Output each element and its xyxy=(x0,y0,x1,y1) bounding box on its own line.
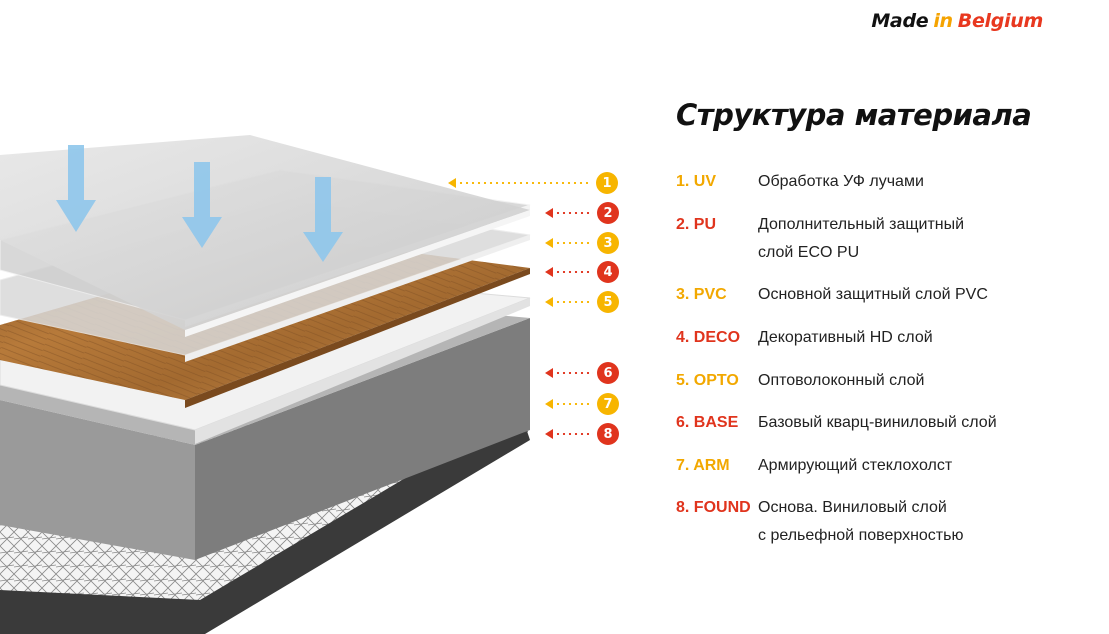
legend-code: 2. PU xyxy=(676,216,717,233)
brand-in: in xyxy=(933,10,953,32)
legend-desc: Основной защитный слой PVC xyxy=(758,286,988,303)
uv-arrows xyxy=(56,145,343,262)
legend-desc: Основа. Виниловый слой с рельефной повер… xyxy=(758,499,964,544)
uv-arrow-icon xyxy=(303,177,343,262)
uv-arrow-icon xyxy=(56,145,96,232)
layer-illustration xyxy=(0,135,531,634)
legend-desc: Декоративный HD слой xyxy=(758,329,933,346)
legend-item: 3. PVC Основной защитный слой PVC xyxy=(676,281,988,309)
legend-desc: Оптоволоконный слой xyxy=(758,372,925,389)
marker-number: 6 xyxy=(597,362,619,384)
layer-base-side xyxy=(0,400,195,560)
marker-1: 1 xyxy=(448,172,618,194)
legend-item: 2. PU Дополнительный защитный слой ECO P… xyxy=(676,211,964,267)
arrow-left-icon xyxy=(545,429,553,439)
marker-number: 7 xyxy=(597,393,619,415)
marker-number: 4 xyxy=(597,261,619,283)
layer-uv xyxy=(0,135,530,330)
arrow-left-icon xyxy=(545,238,553,248)
arrow-left-icon xyxy=(545,297,553,307)
marker-4: 4 xyxy=(545,261,619,283)
marker-8: 8 xyxy=(545,423,619,445)
legend-code: 1. UV xyxy=(676,173,717,190)
legend-code: 7. ARM xyxy=(676,457,730,474)
arrow-left-icon xyxy=(545,368,553,378)
legend-item: 7. ARM Армирующий стеклохолст xyxy=(676,452,952,480)
marker-7: 7 xyxy=(545,393,619,415)
marker-2: 2 xyxy=(545,202,619,224)
brand-country: Belgium xyxy=(957,10,1044,32)
legend-desc: Обработка УФ лучами xyxy=(758,173,924,190)
legend-code: 8. FOUND xyxy=(676,499,751,516)
marker-number: 5 xyxy=(597,291,619,313)
legend-item: 1. UV Обработка УФ лучами xyxy=(676,168,924,196)
legend-item: 6. BASE Базовый кварц-виниловый слой xyxy=(676,409,997,437)
marker-5: 5 xyxy=(545,291,619,313)
legend-item: 4. DECO Декоративный HD слой xyxy=(676,324,933,352)
marker-6: 6 xyxy=(545,362,619,384)
legend-code: 5. OPTO xyxy=(676,372,739,389)
page-title: Структура материала xyxy=(676,98,1032,132)
legend-code: 3. PVC xyxy=(676,286,727,303)
layer-base-front xyxy=(195,318,530,560)
marker-number: 1 xyxy=(596,172,618,194)
brand-made: Made xyxy=(871,10,929,32)
arrow-left-icon xyxy=(545,267,553,277)
arrow-left-icon xyxy=(545,399,553,409)
arrow-left-icon xyxy=(448,178,456,188)
legend-code: 6. BASE xyxy=(676,414,739,431)
legend-item: 5. OPTO Оптоволоконный слой xyxy=(676,367,924,395)
uv-arrow-icon xyxy=(182,162,222,248)
marker-number: 3 xyxy=(597,232,619,254)
legend-code: 4. DECO xyxy=(676,329,741,346)
arrow-left-icon xyxy=(545,208,553,218)
legend-desc: Дополнительный защитный слой ECO PU xyxy=(758,216,965,261)
marker-number: 2 xyxy=(597,202,619,224)
marker-3: 3 xyxy=(545,232,619,254)
legend-desc: Армирующий стеклохолст xyxy=(758,457,953,474)
marker-number: 8 xyxy=(597,423,619,445)
legend-item: 8. FOUND Основа. Виниловый слой с рельеф… xyxy=(676,494,963,550)
legend-desc: Базовый кварц-виниловый слой xyxy=(758,414,997,431)
